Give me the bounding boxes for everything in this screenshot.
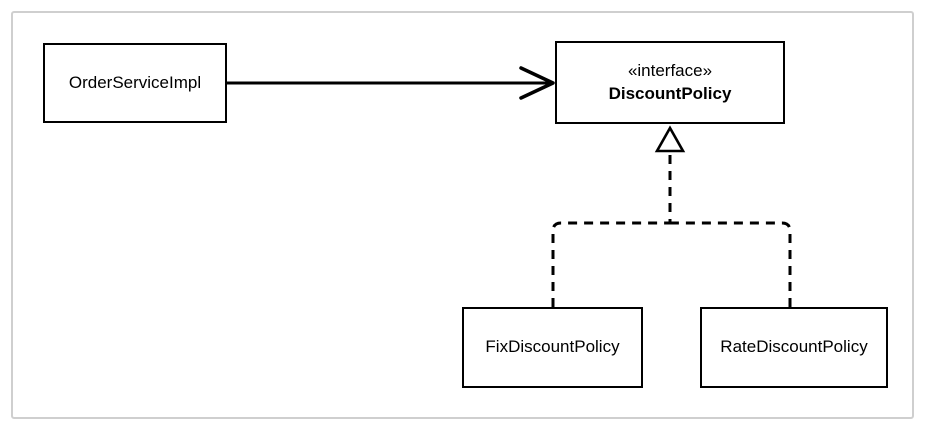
node-discount-policy-label: DiscountPolicy xyxy=(608,83,732,103)
node-order-service-impl: OrderServiceImpl xyxy=(43,43,227,123)
realization-edge-rate-dashed-line xyxy=(670,221,792,307)
node-order-service-impl-label: OrderServiceImpl xyxy=(68,72,202,92)
dependency-edge-order-to-discount xyxy=(227,66,555,100)
node-discount-policy-interface: «interface» DiscountPolicy xyxy=(555,41,785,124)
node-rate-discount-policy: RateDiscountPolicy xyxy=(700,307,888,388)
hollow-triangle-arrowhead-icon xyxy=(654,125,686,153)
realization-edge-fix-dashed-line xyxy=(551,221,670,307)
node-rate-discount-policy-label: RateDiscountPolicy xyxy=(720,337,868,357)
node-fix-discount-policy-label: FixDiscountPolicy xyxy=(485,337,620,357)
realization-trunk xyxy=(654,125,686,223)
open-arrowhead-icon xyxy=(519,66,555,100)
node-fix-discount-policy: FixDiscountPolicy xyxy=(462,307,643,388)
interface-stereotype-label: «interface» xyxy=(627,61,713,81)
